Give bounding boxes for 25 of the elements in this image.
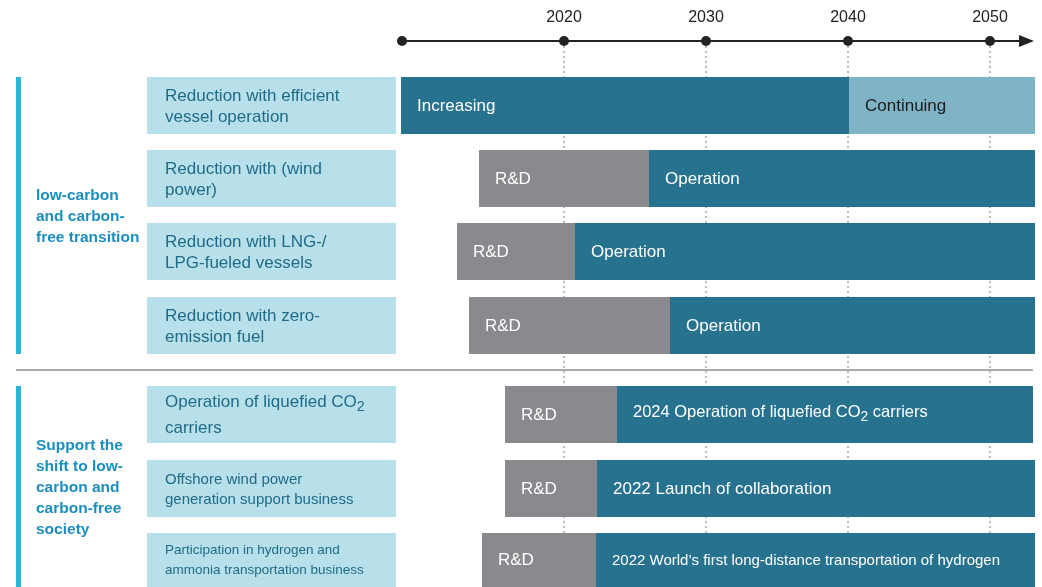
timeline-bar: R&D [505,460,597,517]
timeline-bar: R&D [479,150,649,207]
category-label: Operation of liquefied CO$_{2}$ carriers [147,386,396,443]
timeline-bar: R&D [469,297,670,354]
category-label: Reduction with zero-emission fuel [147,297,396,354]
timeline-bar: 2022 Launch of collaboration [597,460,1035,517]
category-label: Reduction with (wind power) [147,150,396,207]
year-label: 2020 [546,8,582,26]
year-label: 2050 [972,8,1008,26]
year-label: 2040 [830,8,866,26]
timeline-bar: Operation [670,297,1035,354]
timeline-bar: Operation [575,223,1035,280]
timeline-bar: Continuing [849,77,1035,134]
timeline-bar: 2022 World’s first long-distance transportation of hydrogen [596,533,1035,587]
timeline-bar: R&D [457,223,575,280]
timeline-bar: R&D [505,386,617,443]
category-label: Reduction with efficient vessel operation [147,77,396,134]
timeline-bar: Operation [649,150,1035,207]
timeline-bar: Increasing [401,77,849,134]
year-label: 2030 [688,8,724,26]
category-label: Participation in hydrogen and ammonia transportation business [147,533,396,587]
category-label: Offshore wind power generation support business [147,460,396,517]
timeline-bar: R&D [482,533,596,587]
category-label: Reduction with LNG-/ LPG-fueled vessels [147,223,396,280]
timeline-bar: 2024 Operation of liquefied CO$_{2}$ carriers [617,386,1033,443]
